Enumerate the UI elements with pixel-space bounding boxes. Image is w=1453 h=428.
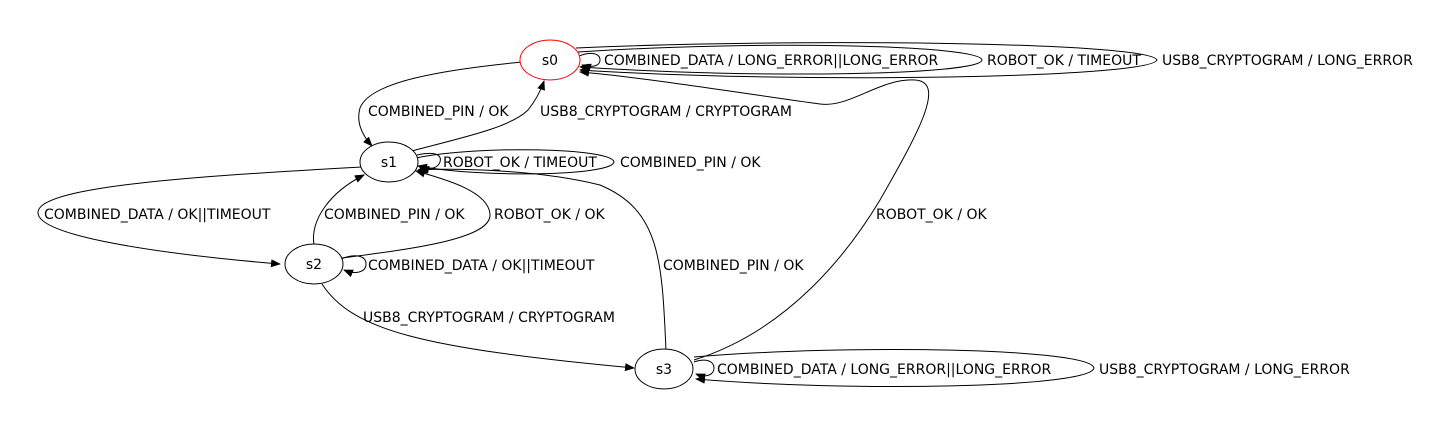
edge-s0_self_3 [575,42,1158,79]
edge-label-s1_self_1: ROBOT_OK / TIMEOUT [443,155,597,171]
edge-label-s3_s0: ROBOT_OK / OK [876,207,988,223]
state-s0: s0 [519,39,581,81]
edge-s1_self_2 [416,152,441,174]
edge-s3_s1 [417,165,667,351]
edge-s2_s1_b [341,169,491,259]
state-label-s0: s0 [542,53,558,69]
edge-label-s2_self: COMBINED_DATA / OK||TIMEOUT [368,258,595,274]
edge-label-s2_s1_b: ROBOT_OK / OK [494,207,606,223]
state-label-s1: s1 [381,155,397,171]
edge-s1_s2 [37,166,363,268]
edge-label-s3_self_1: COMBINED_DATA / LONG_ERROR||LONG_ERROR [717,362,1051,378]
edge-label-s1_s0: USB8_CRYPTOGRAM / CRYPTOGRAM [540,104,792,120]
edge-s2_self [340,255,367,278]
edge-label-s0_self_1: COMBINED_DATA / LONG_ERROR||LONG_ERROR [604,53,938,69]
edge-label-s3_s1: COMBINED_PIN / OK [663,258,804,274]
edge-label-s3_self_2: USB8_CRYPTOGRAM / LONG_ERROR [1099,362,1350,378]
edge-s2_s1_a [313,174,365,246]
edge-s3_self_2 [693,348,1095,388]
edge-s0_s1 [358,61,523,147]
edge-s3_self_1 [693,359,715,382]
state-label-s3: s3 [656,362,672,378]
state-s2: s2 [284,243,344,285]
edge-label-s1_self_2: COMBINED_PIN / OK [620,155,761,171]
edge-s0_self_2 [577,44,983,75]
edge-label-s0_self_3: USB8_CRYPTOGRAM / LONG_ERROR [1162,53,1413,69]
edge-label-s2_s1_a: COMBINED_PIN / OK [324,207,465,223]
edge-label-s0_s1: COMBINED_PIN / OK [368,104,509,120]
edge-label-s1_s2: COMBINED_DATA / OK||TIMEOUT [44,207,271,223]
edge-s3_s0 [579,68,930,361]
state-s1: s1 [359,141,419,183]
edge-s1_s0 [411,80,545,152]
edge-s1_self_1 [415,149,615,175]
state-label-s2: s2 [306,257,322,273]
state-s3: s3 [634,348,694,390]
edge-s2_s3 [321,283,635,372]
edge-label-s2_s3: USB8_CRYPTOGRAM / CRYPTOGRAM [363,310,615,326]
edge-label-s0_self_2: ROBOT_OK / TIMEOUT [987,53,1141,69]
edge-s0_self_1 [576,52,601,72]
